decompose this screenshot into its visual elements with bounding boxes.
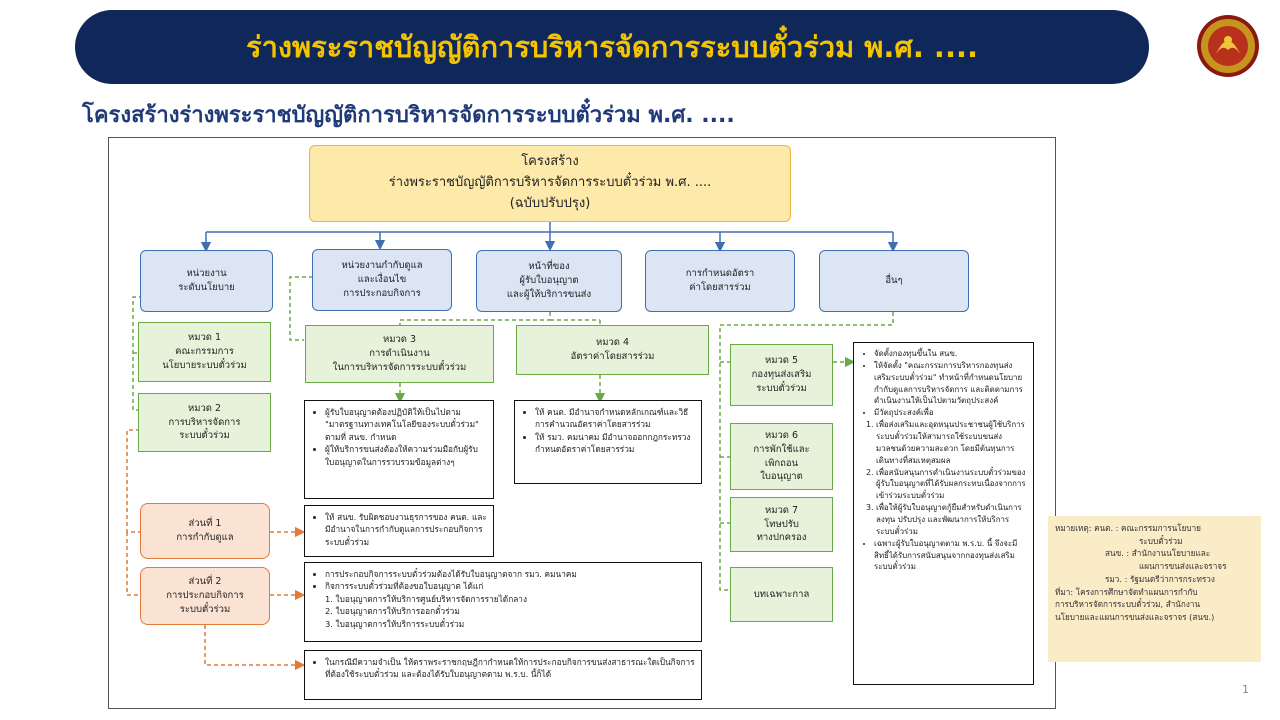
chapter-label: กองทุนส่งเสริม <box>751 369 812 381</box>
chapter-label: คณะกรรมการ <box>175 346 234 358</box>
chapter-label: โทษปรับ <box>764 518 799 530</box>
chapter-label: หมวด 2 <box>187 402 222 414</box>
note-line: นโยบายและแผนการขนส่งและจราจร (สนข.) <box>1055 611 1215 622</box>
category-label: การกำหนดอัตรา <box>685 268 755 280</box>
chapter-label: ใบอนุญาต <box>760 471 803 483</box>
emblem-logo <box>1197 15 1259 77</box>
category-label: และเงื่อนไข <box>357 274 407 286</box>
detail-item: ในกรณีมีความจำเป็น ให้ตราพระราชกฤษฎีกากำ… <box>325 656 695 681</box>
objective-item: เพื่อส่งเสริมและอุดหนุนประชาชนผู้ใช้บริก… <box>876 419 1027 466</box>
objective-item: เพื่อสนับสนุนการดำเนินงานระบบตั๋วร่วมของ… <box>876 467 1027 503</box>
note-line: การบริหารจัดการระบบตั๋วร่วม, สำนักงาน <box>1055 599 1201 610</box>
chapter-label: บทเฉพาะกาล <box>753 588 810 600</box>
chapter-label: การดำเนินงาน <box>369 348 430 360</box>
detail-item: ให้จัดตั้ง "คณะกรรมการบริหารกองทุนส่งเสร… <box>874 360 1027 407</box>
category-label: ระดับนโยบาย <box>178 282 235 293</box>
detail-item: เฉพาะผู้รับใบอนุญาตตาม พ.ร.บ. นี้ จึงจะม… <box>874 538 1027 574</box>
note-line: หมายเหตุ: คนต. : คณะกรรมการนโยบาย <box>1055 523 1201 533</box>
structure-title-line3: (ฉบับปรับปรุง) <box>509 195 591 211</box>
page-title: ร่างพระราชบัญญัติการบริหารจัดการระบบตั๋ว… <box>246 30 978 64</box>
category-licensee-duties: หน้าที่ของ ผู้รับใบอนุญาต และผู้ให้บริกา… <box>476 250 622 312</box>
detail-item: ให้ คนต. มีอำนาจกำหนดหลักเกณฑ์และวิธีการ… <box>535 406 695 431</box>
part-1-box: ส่วนที่ 1 การกำกับดูแล <box>140 503 270 559</box>
category-others: อื่นๆ <box>819 250 969 312</box>
chapter-3-details: ผู้รับใบอนุญาตต้องปฏิบัติให้เป็นไปตาม "ม… <box>304 400 494 499</box>
detail-item: จัดตั้งกองทุนขึ้นใน สนข. <box>874 348 1027 360</box>
chapter-label: หมวด 7 <box>764 504 799 516</box>
category-regulator: หน่วยงานกำกับดูแล และเงื่อนไข การประกอบก… <box>312 249 452 311</box>
royal-decree-details: ในกรณีมีความจำเป็น ให้ตราพระราชกฤษฎีกากำ… <box>304 650 702 700</box>
chapter-label: เพิกถอน <box>764 457 799 469</box>
chapter-label: ระบบตั๋วร่วม <box>756 382 807 394</box>
structure-title-line1: โครงสร้าง <box>521 154 579 170</box>
part-label: ส่วนที่ 2 <box>188 576 222 588</box>
detail-item: ผู้รับใบอนุญาตต้องปฏิบัติให้เป็นไปตาม "ม… <box>325 406 487 443</box>
chapter-2-box: หมวด 2 การบริหารจัดการ ระบบตั๋วร่วม <box>138 393 271 452</box>
chapter-5-box: หมวด 5 กองทุนส่งเสริม ระบบตั๋วร่วม <box>730 344 833 406</box>
category-policy-agency: หน่วยงาน ระดับนโยบาย <box>140 250 273 312</box>
chapter-4-box: หมวด 4 อัตราค่าโดยสารร่วม <box>516 325 709 375</box>
chapter-label: นโยบายระบบตั๋วร่วม <box>162 359 247 371</box>
category-label: อื่นๆ <box>885 275 903 287</box>
detail-item: ให้ รมว. คมนาคม มีอำนาจออกกฎกระทรวงกำหนด… <box>535 431 695 456</box>
category-label: หน้าที่ของ <box>528 261 570 273</box>
chapter-7-box: หมวด 7 โทษปรับ ทางปกครอง <box>730 497 833 552</box>
part-2-box: ส่วนที่ 2 การประกอบกิจการ ระบบตั๋วร่วม <box>140 567 270 625</box>
category-fare-setting: การกำหนดอัตรา ค่าโดยสารร่วม <box>645 250 795 312</box>
category-label: และผู้ให้บริการขนส่ง <box>506 288 592 300</box>
chapter-4-details: ให้ คนต. มีอำนาจกำหนดหลักเกณฑ์และวิธีการ… <box>514 400 702 484</box>
license-type: 1. ใบอนุญาตการให้บริการศูนย์บริหารจัดการ… <box>325 593 528 604</box>
structure-title-box: โครงสร้าง ร่างพระราชบัญญัติการบริหารจัดก… <box>309 145 791 222</box>
part-2-details: การประกอบกิจการระบบตั๋วร่วมต้องได้รับใบอ… <box>304 562 702 642</box>
chapter-label: ในการบริหารจัดการระบบตั๋วร่วม <box>332 361 467 373</box>
category-label: การประกอบกิจการ <box>343 287 421 299</box>
chapter-label: ระบบตั๋วร่วม <box>179 430 230 442</box>
section-subtitle: โครงสร้างร่างพระราชบัญญัติการบริหารจัดกา… <box>82 103 735 128</box>
note-line: แผนการขนส่งและจราจร <box>1139 561 1227 572</box>
detail-item: ผู้ให้บริการขนส่งต้องให้ความร่วมมือกับผู… <box>325 443 487 468</box>
note-line: สนข. : สำนักงานนโยบายและ <box>1105 548 1211 559</box>
title-banner: ร่างพระราชบัญญัติการบริหารจัดการระบบตั๋ว… <box>75 10 1149 84</box>
part-label: การประกอบกิจการ <box>166 590 244 602</box>
chapter-label: หมวด 4 <box>595 337 630 349</box>
detail-item: มีวัตถุประสงค์เพื่อ <box>874 407 1027 419</box>
chapter-label: ทางปกครอง <box>756 532 807 544</box>
chapter-label: การบริหารจัดการ <box>168 416 241 428</box>
detail-item: ให้ สนข. รับผิดชอบงานธุรการของ คนต. และม… <box>325 511 487 548</box>
structure-title-line2: ร่างพระราชบัญญัติการบริหารจัดการระบบตั๋ว… <box>388 175 712 191</box>
category-label: หน่วยงานกำกับดูแล <box>341 260 423 272</box>
chapter-label: การพักใช้และ <box>753 443 810 455</box>
chapter-3-box: หมวด 3 การดำเนินงาน ในการบริหารจัดการระบ… <box>305 325 494 383</box>
license-type: 3. ใบอนุญาตการให้บริการระบบตั๋วร่วม <box>325 618 465 629</box>
category-label: ผู้รับใบอนุญาต <box>519 275 579 287</box>
category-label: หน่วยงาน <box>186 268 227 280</box>
chapter-5-details: จัดตั้งกองทุนขึ้นใน สนข. ให้จัดตั้ง "คณะ… <box>853 342 1034 685</box>
detail-item: การประกอบกิจการระบบตั๋วร่วมต้องได้รับใบอ… <box>325 568 695 580</box>
chapter-label: อัตราค่าโดยสารร่วม <box>570 351 655 362</box>
footnote-box: หมายเหตุ: คนต. : คณะกรรมการนโยบาย ระบบตั… <box>1048 516 1261 662</box>
note-line: รมว. : รัฐมนตรีว่าการกระทรวง <box>1105 573 1215 584</box>
note-line: ระบบตั๋วร่วม <box>1139 535 1183 546</box>
category-label: ค่าโดยสารร่วม <box>689 282 751 293</box>
page-number: 1 <box>1242 683 1249 696</box>
note-line: ที่มา: โครงการศึกษาจัดทำแผนการกำกับ <box>1055 586 1198 597</box>
part-1-details: ให้ สนข. รับผิดชอบงานธุรการของ คนต. และม… <box>304 505 494 557</box>
chapter-label: หมวด 1 <box>187 332 222 344</box>
transitional-provisions-box: บทเฉพาะกาล <box>730 567 833 622</box>
chapter-label: หมวด 3 <box>382 334 417 346</box>
chapter-6-box: หมวด 6 การพักใช้และ เพิกถอน ใบอนุญาต <box>730 423 833 490</box>
part-label: ระบบตั๋วร่วม <box>179 603 231 615</box>
part-label: การกำกับดูแล <box>176 532 234 543</box>
license-type: 2. ใบอนุญาตการให้บริการออกตั๋วร่วม <box>325 606 460 617</box>
detail-item: กิจการระบบตั๋วร่วมที่ต้องขอใบอนุญาต ได้แ… <box>325 580 695 592</box>
objective-item: เพื่อให้ผู้รับใบอนุญาตกู้ยืมสำหรับดำเนิน… <box>876 502 1027 538</box>
chapter-1-box: หมวด 1 คณะกรรมการ นโยบายระบบตั๋วร่วม <box>138 322 271 382</box>
chapter-label: หมวด 5 <box>764 355 799 367</box>
part-label: ส่วนที่ 1 <box>188 518 222 530</box>
chapter-label: หมวด 6 <box>764 429 799 441</box>
